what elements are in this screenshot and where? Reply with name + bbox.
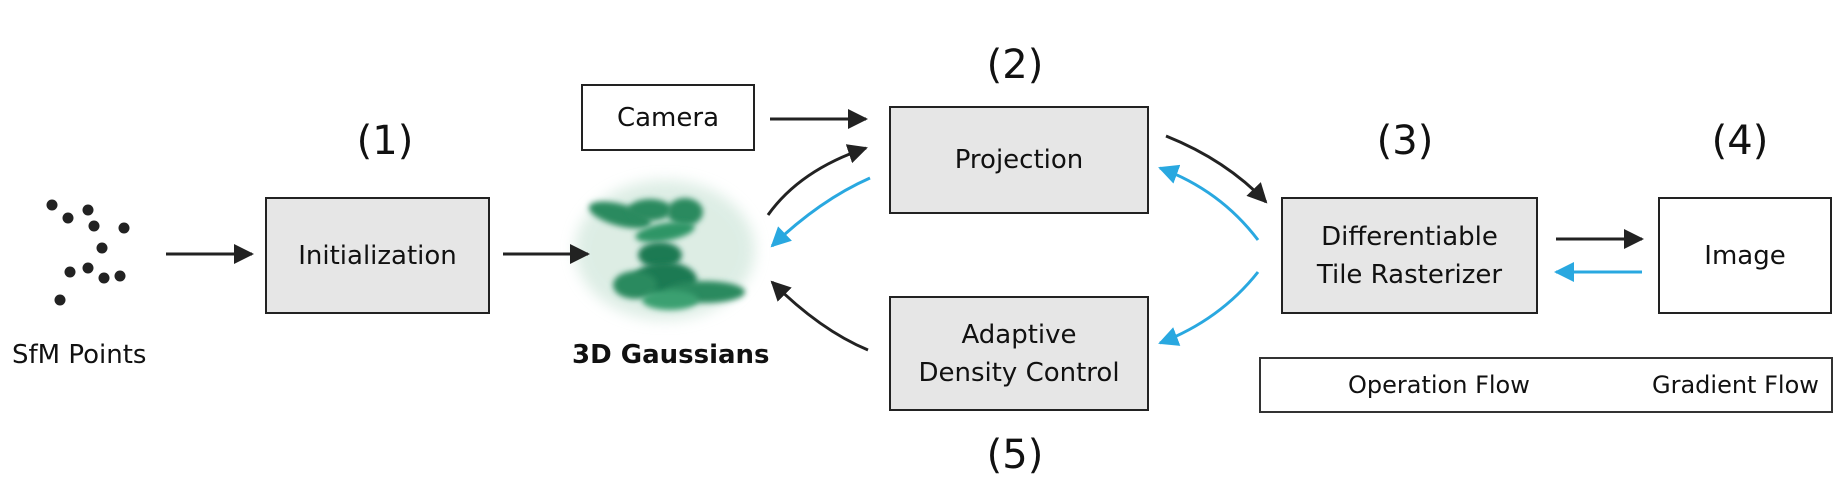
step-2-label: (2) (986, 42, 1044, 88)
adaptive-density-control-box: Adaptive Density Control (889, 296, 1149, 411)
gaussian-blobs-image (575, 180, 755, 320)
initialization-label: Initialization (298, 240, 457, 271)
sfm-points-label: SfM Points (12, 340, 147, 370)
adaptive-label-line2: Density Control (918, 357, 1120, 388)
arrow-projection-to-rasterizer (1165, 134, 1268, 204)
legend-operation-label: Operation Flow (1348, 371, 1530, 399)
rasterizer-label-line2: Tile Rasterizer (1316, 259, 1503, 290)
adaptive-label-line1: Adaptive (961, 319, 1077, 350)
gradient-rasterizer-to-projection (1158, 164, 1260, 241)
camera-label: Camera (616, 102, 720, 133)
projection-box: Projection (889, 106, 1149, 214)
legend-box (1259, 357, 1833, 413)
arrow-adaptive-to-gaussians (770, 280, 869, 352)
step-4-label: (4) (1711, 118, 1769, 164)
rasterizer-box: Differentiable Tile Rasterizer (1281, 197, 1538, 314)
gaussians-label: 3D Gaussians (572, 340, 770, 370)
sfm-point-cloud (46, 199, 130, 306)
image-label: Image (1704, 240, 1786, 271)
gradient-rasterizer-to-adaptive (1158, 271, 1260, 346)
step-1-label: (1) (356, 118, 414, 164)
step-3-label: (3) (1376, 118, 1434, 164)
rasterizer-label-line1: Differentiable (1321, 221, 1498, 252)
gradient-projection-to-gaussians (770, 176, 871, 248)
projection-label: Projection (954, 145, 1084, 175)
camera-box: Camera (581, 84, 755, 151)
initialization-box: Initialization (265, 197, 490, 314)
legend-gradient-label: Gradient Flow (1652, 371, 1819, 399)
step-5-label: (5) (986, 432, 1044, 478)
image-box: Image (1658, 197, 1832, 314)
arrow-gaussians-to-projection (766, 144, 868, 216)
